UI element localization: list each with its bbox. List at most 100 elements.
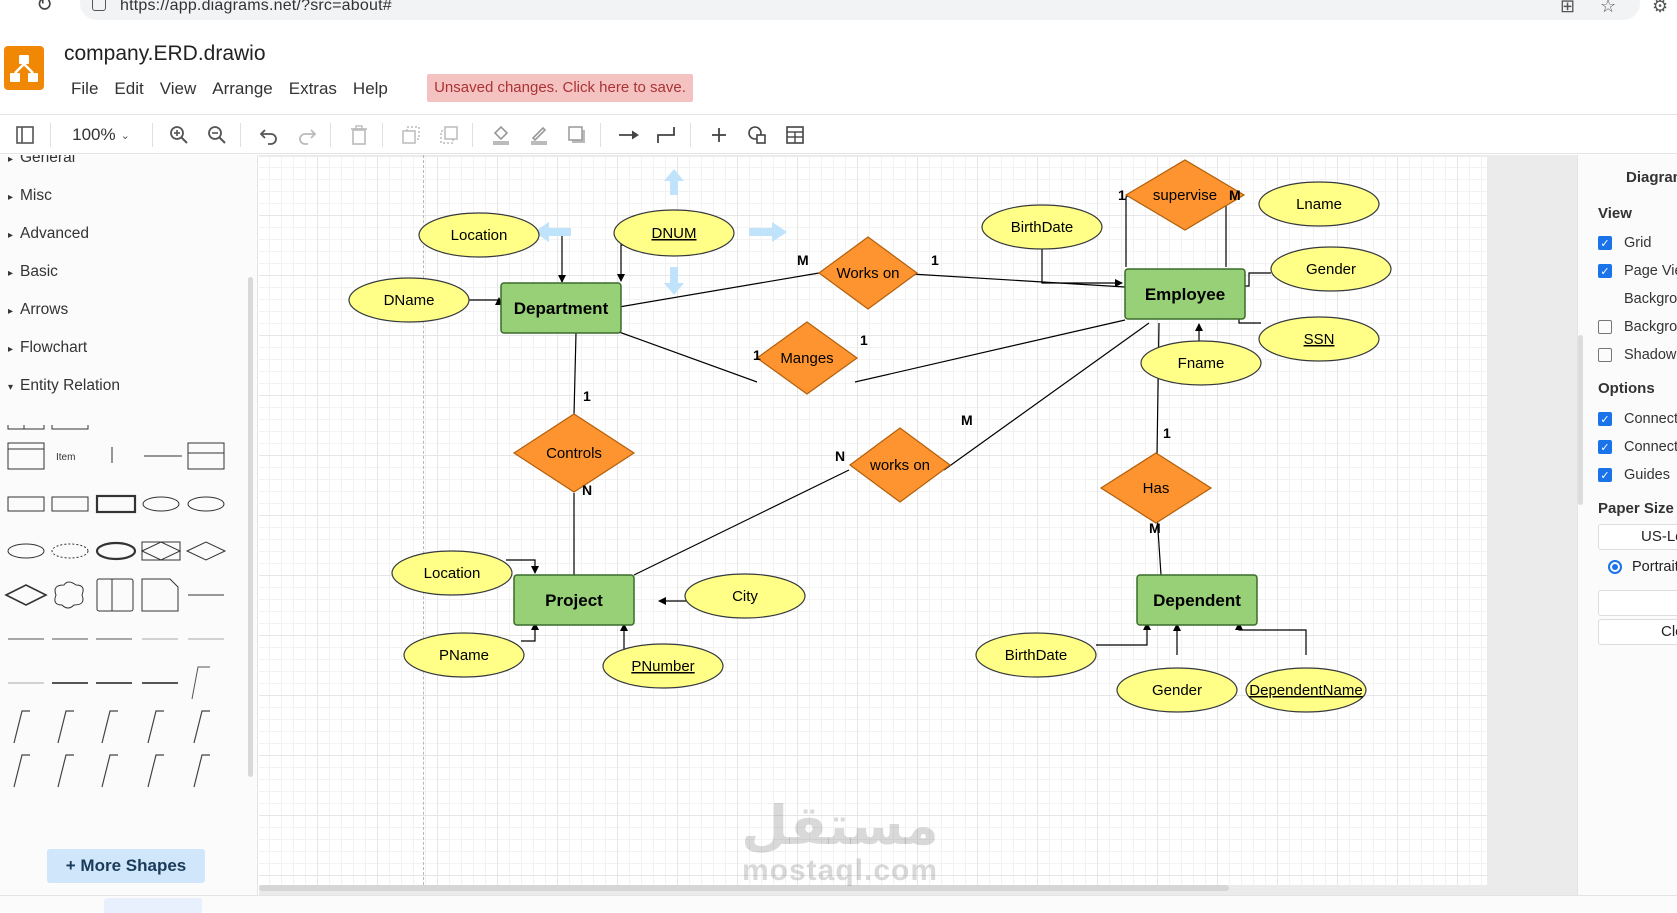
relationship-works-on-project[interactable]: works on [848,427,952,503]
clear-default-style-button[interactable]: Clear [1598,619,1677,645]
shape-relationship[interactable] [185,541,227,561]
format-panel-title[interactable]: Diagram [1626,169,1677,186]
section-basic[interactable]: ▸Basic [8,263,58,280]
relationship-has[interactable]: Has [1099,452,1213,524]
relationship-manges[interactable]: Manges [755,321,859,395]
attribute-dname[interactable]: DName [348,277,470,323]
shape-entity-table-2[interactable] [51,425,89,430]
more-shapes-button[interactable]: + More Shapes [47,849,205,883]
bookmark-star-icon[interactable]: ☆ [1600,0,1617,16]
attribute-pname[interactable]: PName [403,632,525,678]
shape-derived-attribute[interactable] [51,543,89,559]
redo-icon[interactable] [296,123,318,147]
zoom-dropdown[interactable]: 100% ⌄ [66,123,136,147]
entity-employee[interactable]: Employee [1124,268,1246,320]
shape-attribute[interactable] [142,496,180,512]
attribute-ssn[interactable]: SSN [1258,316,1380,362]
section-flowchart[interactable]: ▸Flowchart [8,339,88,356]
menu-extras[interactable]: Extras [288,79,337,98]
section-misc[interactable]: ▸Misc [8,187,52,204]
guides-checkbox[interactable]: ✓Guides [1598,467,1670,483]
to-front-icon[interactable] [400,123,422,147]
selection-handles[interactable] [534,169,787,295]
shape-entity[interactable] [7,496,45,512]
format-panel-toggle-icon[interactable] [14,123,36,147]
shape-entity-list[interactable] [7,442,45,470]
edge-manges-employee[interactable] [854,319,1126,383]
menu-help[interactable]: Help [352,79,388,98]
section-advanced[interactable]: ▸Advanced [8,225,89,242]
shape-identifying-relationship[interactable] [4,584,48,606]
entity-dependent[interactable]: Dependent [1136,574,1258,626]
diagram-canvas[interactable]: Department Employee Project Dependent su… [259,155,1577,895]
attribute-gender-employee[interactable]: Gender [1270,246,1392,292]
shape-note-box[interactable] [96,578,134,612]
attribute-fname[interactable]: Fname [1140,340,1262,386]
canvas-horizontal-scrollbar[interactable] [259,885,1229,891]
shape-weak-entity[interactable] [95,494,137,514]
edge-dname-department[interactable] [469,297,503,305]
edge-department-workson[interactable] [618,272,820,308]
address-bar[interactable] [80,0,1640,20]
section-arrows[interactable]: ▸Arrows [8,301,69,318]
shape-edge-15[interactable] [193,710,210,744]
shape-edge-20[interactable] [193,754,210,788]
shape-entity-table[interactable] [7,425,45,430]
sidebar-scrollbar[interactable] [248,277,253,777]
reload-icon[interactable]: ↻ [36,0,53,16]
url-text[interactable]: https://app.diagrams.net/?src=about# [120,0,392,14]
background-color-option[interactable]: Background [1624,291,1677,307]
shape-attribute-2[interactable] [187,496,225,512]
edge-project-worksonproj[interactable] [633,469,850,576]
attribute-gender-dependent[interactable]: Gender [1116,667,1238,713]
page-view-checkbox[interactable]: ✓Page View [1598,263,1677,279]
menu-arrange[interactable]: Arrange [212,79,273,98]
shape-edge-10[interactable] [191,666,210,700]
shape-edge-11[interactable] [13,710,30,744]
paper-size-select[interactable]: US-Letter [1598,524,1677,550]
edge-department-controls[interactable] [573,332,577,416]
settings-gear-icon[interactable]: ⚙ [1652,0,1669,16]
attribute-lname[interactable]: Lname [1258,181,1380,227]
undo-icon[interactable] [258,123,280,147]
edge-worksonproj-employee[interactable] [943,322,1150,471]
shapes-icon[interactable] [746,123,768,147]
attribute-location-project[interactable]: Location [391,550,513,596]
table-icon[interactable] [784,123,806,147]
fill-color-icon[interactable] [490,123,512,147]
connection-arrows-checkbox[interactable]: ✓Connection [1598,411,1677,427]
shape-edge-14[interactable] [147,710,164,744]
edge-department-manges[interactable] [618,331,758,383]
attribute-pnumber[interactable]: PNumber [602,643,724,689]
edge-pname-project[interactable] [521,622,539,642]
attribute-dependentname[interactable]: DependentName [1245,667,1367,713]
background-checkbox[interactable]: Background [1598,319,1677,335]
shape-edge-17[interactable] [57,754,74,788]
file-title[interactable]: company.ERD.drawio [64,42,266,65]
shadow-icon[interactable] [566,123,588,147]
attribute-city[interactable]: City [684,573,806,619]
shape-note[interactable] [141,578,179,612]
edge-birthdate-dependent[interactable] [1096,622,1151,646]
connection-points-checkbox[interactable]: ✓Connection [1598,439,1677,455]
menu-edit[interactable]: Edit [114,79,144,98]
shape-entity-box[interactable] [187,442,225,470]
relationship-works-on[interactable]: Works on [817,236,919,310]
entity-project[interactable]: Project [513,574,635,626]
attribute-birthdate-dependent[interactable]: BirthDate [975,632,1097,678]
shape-item[interactable]: Item [56,452,75,463]
edge-employee-has[interactable] [1156,322,1160,456]
shape-edge-19[interactable] [147,754,164,788]
extensions-icon[interactable]: ⊞ [1560,0,1576,16]
zoom-in-icon[interactable] [168,123,190,147]
edge-birthdate-employee[interactable] [1041,237,1123,287]
shape-edge-12[interactable] [57,710,74,744]
edge-dependentname-dependent[interactable] [1235,622,1307,655]
to-back-icon[interactable] [438,123,460,147]
shape-entity-2[interactable] [51,496,89,512]
grid-checkbox[interactable]: ✓Grid [1598,235,1651,251]
section-general[interactable]: ▸General [8,155,76,166]
edge-location-department[interactable] [542,234,566,283]
edge-workson-employee[interactable] [894,272,1126,288]
connection-arrow-icon[interactable] [618,123,640,147]
